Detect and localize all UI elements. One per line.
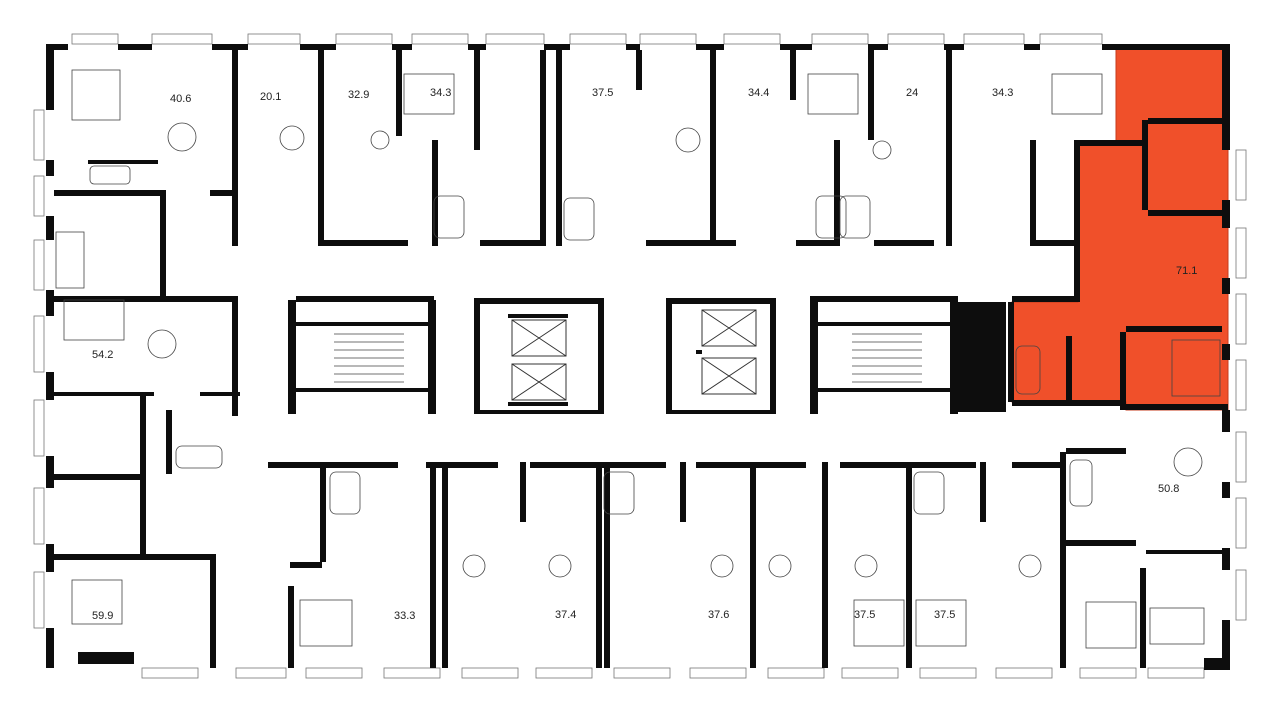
windows-top xyxy=(71,33,1103,45)
area-label-37-5-b2: 37.5 xyxy=(934,609,955,621)
windows-left xyxy=(33,109,45,629)
windows-bottom xyxy=(141,667,1205,679)
area-label-34-3-a: 34.3 xyxy=(430,87,451,99)
stairs xyxy=(334,333,922,383)
fixtures xyxy=(55,69,1221,649)
area-label-71-1: 71.1 xyxy=(1176,265,1197,277)
area-label-59-9: 59.9 xyxy=(92,610,113,622)
area-labels: 40.6 20.1 32.9 34.3 37.5 34.4 24 34.3 71… xyxy=(92,87,1197,622)
area-label-34-3-b: 34.3 xyxy=(992,87,1013,99)
area-label-37-4: 37.4 xyxy=(555,609,576,621)
area-label-34-4: 34.4 xyxy=(748,87,769,99)
bottom-walls xyxy=(54,392,1222,668)
interior-walls xyxy=(54,50,1228,410)
area-label-50-8: 50.8 xyxy=(1158,483,1179,495)
exterior-walls xyxy=(46,44,1230,670)
area-label-37-5-top: 37.5 xyxy=(592,87,613,99)
area-label-54-2: 54.2 xyxy=(92,349,113,361)
area-label-20-1: 20.1 xyxy=(260,91,281,103)
area-label-37-5-b1: 37.5 xyxy=(854,609,875,621)
windows-right xyxy=(1235,149,1247,621)
area-label-40-6: 40.6 xyxy=(170,93,191,105)
area-label-33-3: 33.3 xyxy=(394,610,415,622)
building-core xyxy=(232,296,1006,416)
area-label-32-9: 32.9 xyxy=(348,89,369,101)
area-label-24: 24 xyxy=(906,87,918,99)
area-label-37-6: 37.6 xyxy=(708,609,729,621)
elevators xyxy=(511,309,757,401)
